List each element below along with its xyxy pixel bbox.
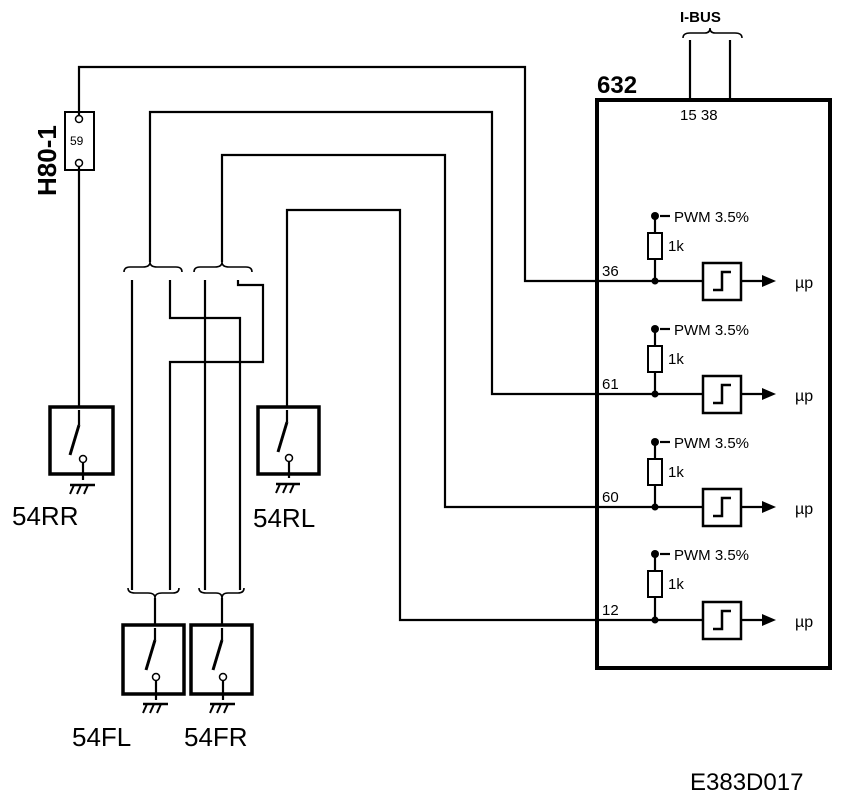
pin-label: 36 [602, 263, 619, 280]
input-stage-61: PWM 3.5% 1k µp 61 [602, 322, 813, 415]
pwm-label: PWM 3.5% [674, 435, 749, 452]
wire-pin36 [77, 65, 655, 283]
input-stage-12: PWM 3.5% 1k µp 12 [602, 547, 813, 641]
switch-54rr [48, 405, 115, 495]
connector-pin-label: 59 [70, 134, 84, 148]
ibus-pins-label: 15 38 [680, 107, 718, 124]
bundle-brace-left [123, 261, 183, 273]
switch-54rl [256, 405, 321, 494]
output-label: µp [795, 614, 813, 631]
output-label: µp [795, 388, 813, 405]
diagram-id: E383D017 [690, 769, 803, 796]
pin-label: 12 [602, 602, 619, 619]
pin-label: 61 [602, 376, 619, 393]
pwm-label: PWM 3.5% [674, 547, 749, 564]
ibus-label: I-BUS [680, 9, 721, 26]
connector-label: H80-1 [32, 125, 62, 196]
input-stage-60: PWM 3.5% 1k µp 60 [602, 435, 813, 528]
switch-54fr [189, 623, 254, 714]
output-label: µp [795, 501, 813, 518]
resistor-label: 1k [668, 464, 684, 481]
switch-54fl [121, 623, 186, 714]
bundle-brace-right [193, 261, 253, 273]
resistor-label: 1k [668, 238, 684, 255]
wire-pin61 [148, 110, 655, 396]
switch-label-54rr: 54RR [12, 501, 78, 531]
bundle-brace-fl [127, 587, 180, 599]
wire-fl-b [168, 280, 265, 590]
pin-label: 60 [602, 489, 619, 506]
connector-terminal-top [74, 114, 84, 124]
switch-label-54fr: 54FR [184, 722, 248, 752]
resistor-label: 1k [668, 351, 684, 368]
pwm-label: PWM 3.5% [674, 209, 749, 226]
connector-terminal-bottom [74, 158, 84, 168]
switch-label-54rl: 54RL [253, 503, 315, 533]
module-label: 632 [597, 72, 637, 99]
wire-pin60 [220, 153, 655, 509]
pwm-label: PWM 3.5% [674, 322, 749, 339]
wire-pin12 [285, 208, 655, 622]
ibus-brace [682, 27, 743, 39]
resistor-label: 1k [668, 576, 684, 593]
switch-label-54fl: 54FL [72, 722, 131, 752]
input-stage-36: PWM 3.5% 1k µp 36 [602, 209, 813, 302]
output-label: µp [795, 275, 813, 292]
